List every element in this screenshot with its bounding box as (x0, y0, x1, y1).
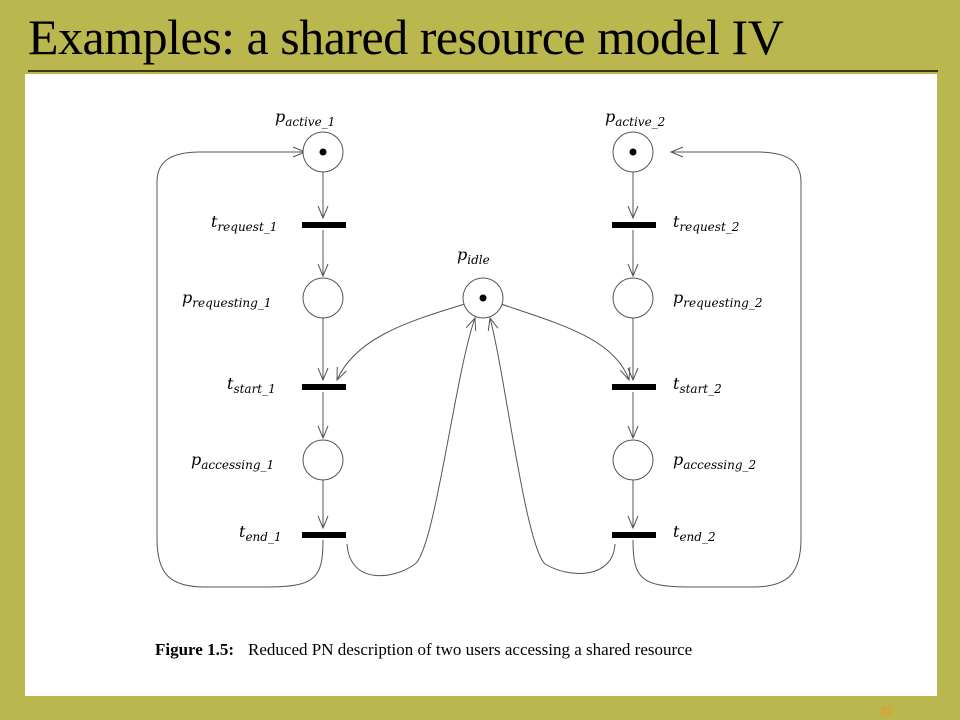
arc-end1-to-active1 (156, 152, 324, 588)
label-p-accessing-1: paccessing_1 (191, 450, 274, 472)
place-requesting-1 (302, 277, 344, 319)
label-p-accessing-2: paccessing_2 (673, 450, 756, 472)
transition-start-2 (612, 384, 656, 390)
label-t-request-2: trequest_2 (673, 212, 739, 234)
transition-start-1 (302, 384, 346, 390)
transition-request-2 (612, 222, 656, 228)
arc-end2-to-active2 (632, 152, 802, 588)
label-p-requesting-1: prequesting_1 (182, 288, 271, 310)
label-p-idle: pidle (457, 245, 490, 267)
place-accessing-2 (612, 439, 654, 481)
petri-net-diagram: pactive_1 prequesting_1 paccessing_1 pid… (156, 107, 802, 588)
arc-idle-to-start2 (500, 303, 629, 380)
place-active-1 (302, 131, 344, 173)
label-p-active-1: pactive_1 (275, 107, 335, 129)
place-requesting-2 (612, 277, 654, 319)
figure-panel: pactive_1 prequesting_1 paccessing_1 pid… (25, 74, 937, 696)
place-accessing-1 (302, 439, 344, 481)
transition-request-1 (302, 222, 346, 228)
label-t-end-2: tend_2 (673, 522, 716, 544)
token (629, 148, 637, 156)
caption-text: Reduced PN description of two users acce… (248, 640, 693, 659)
slide-title: Examples: a shared resource model IV (28, 9, 784, 65)
arc-end2-to-idle (490, 318, 616, 574)
token (319, 148, 327, 156)
transition-end-2 (612, 532, 656, 538)
place-active-2 (612, 131, 654, 173)
arcs (156, 152, 802, 588)
label-t-request-1: trequest_1 (211, 212, 277, 234)
transition-end-1 (302, 532, 346, 538)
label-t-end-1: tend_1 (239, 522, 282, 544)
place-idle (462, 277, 504, 319)
token (479, 294, 487, 302)
title-divider (28, 70, 938, 72)
caption-label: Figure 1.5: (155, 640, 235, 659)
label-t-start-2: tstart_2 (673, 374, 722, 396)
figure-caption: Figure 1.5: Reduced PN description of two… (155, 640, 692, 660)
label-t-start-1: tstart_1 (227, 374, 276, 396)
arc-idle-to-start1 (337, 303, 466, 380)
page-number: 31 (880, 704, 894, 718)
arc-end1-to-idle (346, 318, 475, 577)
label-p-active-2: pactive_2 (605, 107, 665, 129)
label-p-requesting-2: prequesting_2 (673, 288, 762, 310)
